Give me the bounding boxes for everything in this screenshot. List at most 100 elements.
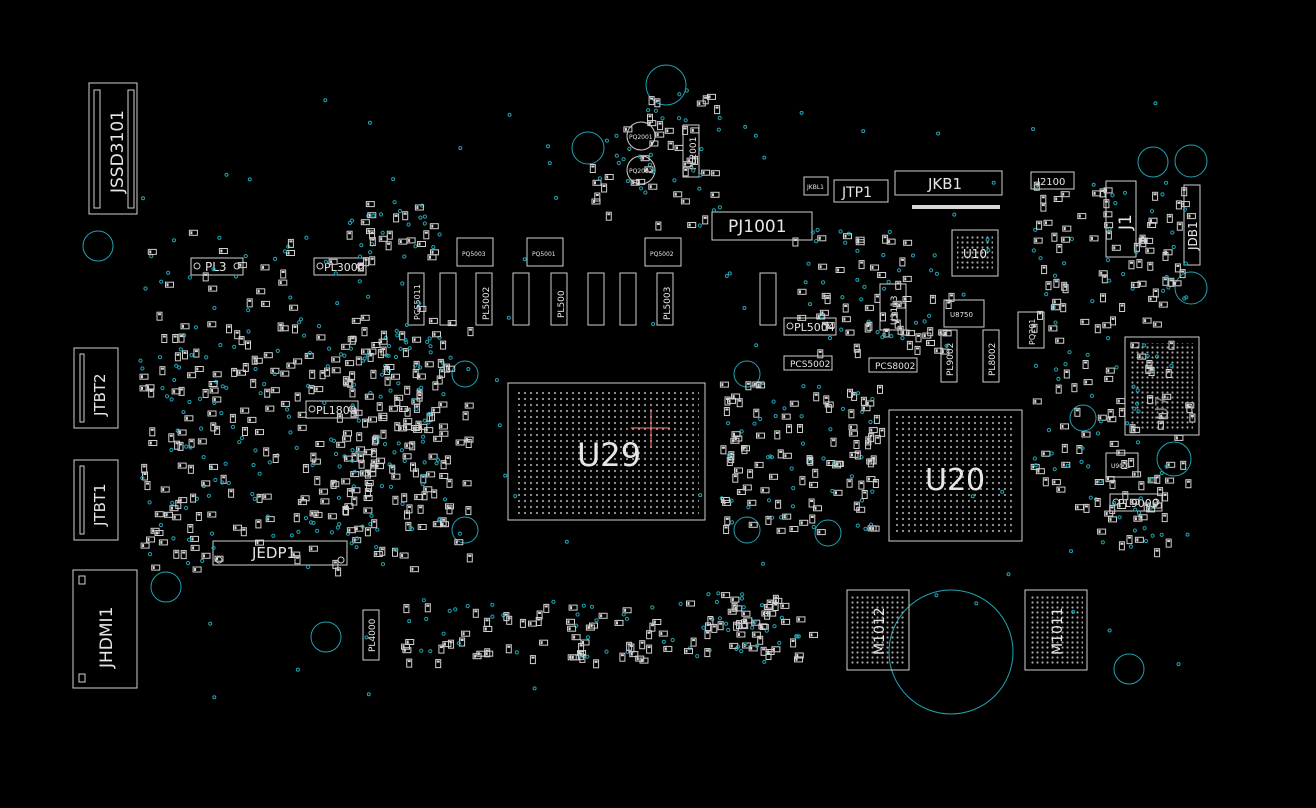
connector-jedp1[interactable]: JEDP1 — [212, 540, 348, 566]
passive-component — [1094, 498, 1101, 507]
via — [986, 248, 991, 253]
sense-pcs8002[interactable]: PCS8002 — [868, 357, 918, 373]
via — [285, 407, 290, 412]
passive-component — [270, 367, 280, 374]
passive-component — [1056, 486, 1066, 493]
passive-component — [853, 440, 860, 449]
passive-component — [786, 424, 792, 434]
ic-u29[interactable]: U29 — [507, 382, 706, 521]
via — [514, 650, 519, 655]
passive-component — [331, 356, 341, 363]
passive-component — [294, 392, 301, 402]
ic-m1012[interactable]: M1012 — [846, 589, 910, 671]
passive-component — [360, 314, 370, 321]
passive-component — [1053, 278, 1060, 288]
passive-component — [169, 505, 179, 512]
connector-j1[interactable]: J1 — [1105, 180, 1137, 258]
ic-u9001[interactable]: U9001 — [1105, 452, 1139, 478]
passive-component — [391, 373, 400, 380]
connector-pj1001[interactable]: PJ1001 — [711, 211, 813, 241]
passive-component — [686, 157, 696, 164]
via — [1089, 393, 1095, 398]
via — [932, 253, 937, 258]
inductor-pl4000[interactable]: PL4000 — [362, 609, 380, 661]
connector-jkb1[interactable]: JKB1 — [894, 170, 1003, 209]
passive-component — [710, 170, 720, 177]
mosfet-pq5002[interactable]: PQ5002 — [644, 237, 682, 267]
ic-u7-right[interactable]: U7 — [1124, 336, 1200, 436]
via — [882, 286, 887, 291]
via — [323, 98, 328, 103]
via — [348, 346, 353, 351]
passive-component — [1185, 479, 1192, 489]
via — [772, 624, 777, 629]
via — [724, 621, 729, 626]
ic-u3113[interactable]: U3113 — [879, 283, 907, 331]
passive-component — [794, 652, 804, 659]
mosfet-pq5001[interactable]: PQ5001 — [526, 237, 564, 267]
sense-pcs5002[interactable]: PCS5002 — [783, 355, 833, 371]
ic-u20[interactable]: U20 — [888, 409, 1023, 542]
via — [752, 421, 757, 426]
passive-component — [1083, 379, 1093, 386]
connector-jtbt2[interactable]: JTBT2 — [73, 347, 119, 429]
connector-jkbl1[interactable]: JKBL1 — [803, 176, 829, 196]
via — [697, 186, 702, 191]
passive-component — [147, 248, 157, 255]
via — [368, 250, 373, 255]
via — [140, 476, 145, 481]
connector-jtbt1[interactable]: JTBT1 — [73, 459, 119, 541]
via — [794, 634, 799, 639]
via — [801, 384, 806, 389]
via — [366, 294, 371, 299]
connector-jdb1[interactable]: JDB1 — [1183, 184, 1201, 266]
passive-component — [360, 470, 370, 477]
connector-jssd3101[interactable]: JSSD3101 — [88, 82, 138, 215]
passive-component — [417, 241, 426, 247]
passive-component — [291, 551, 301, 558]
ic-m1011[interactable]: M1011 — [1024, 589, 1088, 671]
via — [1161, 288, 1166, 293]
passive-component — [1158, 413, 1168, 420]
passive-component — [1035, 468, 1045, 475]
passive-component — [177, 441, 184, 451]
passive-component — [297, 411, 307, 418]
via — [322, 400, 327, 405]
via — [585, 635, 591, 640]
via — [174, 363, 179, 368]
connector-jtp1[interactable]: JTP1 — [833, 179, 889, 203]
inductor-pl2001[interactable]: PL2001 — [682, 124, 700, 178]
via — [138, 358, 143, 363]
mosfet-pq5003[interactable]: PQ5003 — [456, 237, 494, 267]
via — [407, 346, 412, 351]
mosfet-pq2001[interactable]: PQ2001 — [626, 121, 656, 151]
inductor-pl3[interactable]: PL3 — [190, 257, 244, 276]
via — [1067, 350, 1072, 355]
via — [1000, 489, 1005, 494]
via — [247, 177, 252, 182]
passive-component — [369, 237, 376, 247]
via — [165, 394, 170, 399]
connector-j2100[interactable]: J2100 — [1030, 171, 1075, 190]
via — [448, 355, 453, 360]
via — [251, 462, 256, 468]
via — [1122, 190, 1128, 195]
ic-u8750[interactable]: U8750 — [943, 299, 985, 328]
connector-jhdmi1[interactable]: JHDMI1 — [72, 569, 138, 689]
passive-component — [364, 488, 371, 498]
passive-component — [817, 235, 827, 242]
passive-component — [593, 659, 600, 669]
via — [753, 133, 758, 138]
ic-u10[interactable]: U10 — [951, 229, 999, 277]
passive-component — [431, 407, 441, 414]
passive-component — [365, 201, 375, 208]
passive-component — [886, 238, 896, 245]
inductor-pl8002[interactable]: PL8002 — [982, 329, 1000, 383]
passive-component — [184, 415, 194, 422]
via — [230, 424, 235, 430]
via — [354, 450, 360, 455]
via — [359, 243, 364, 248]
via — [796, 634, 801, 639]
passive-component — [745, 381, 752, 391]
inductor-pl9002[interactable]: PL9002 — [940, 329, 958, 383]
